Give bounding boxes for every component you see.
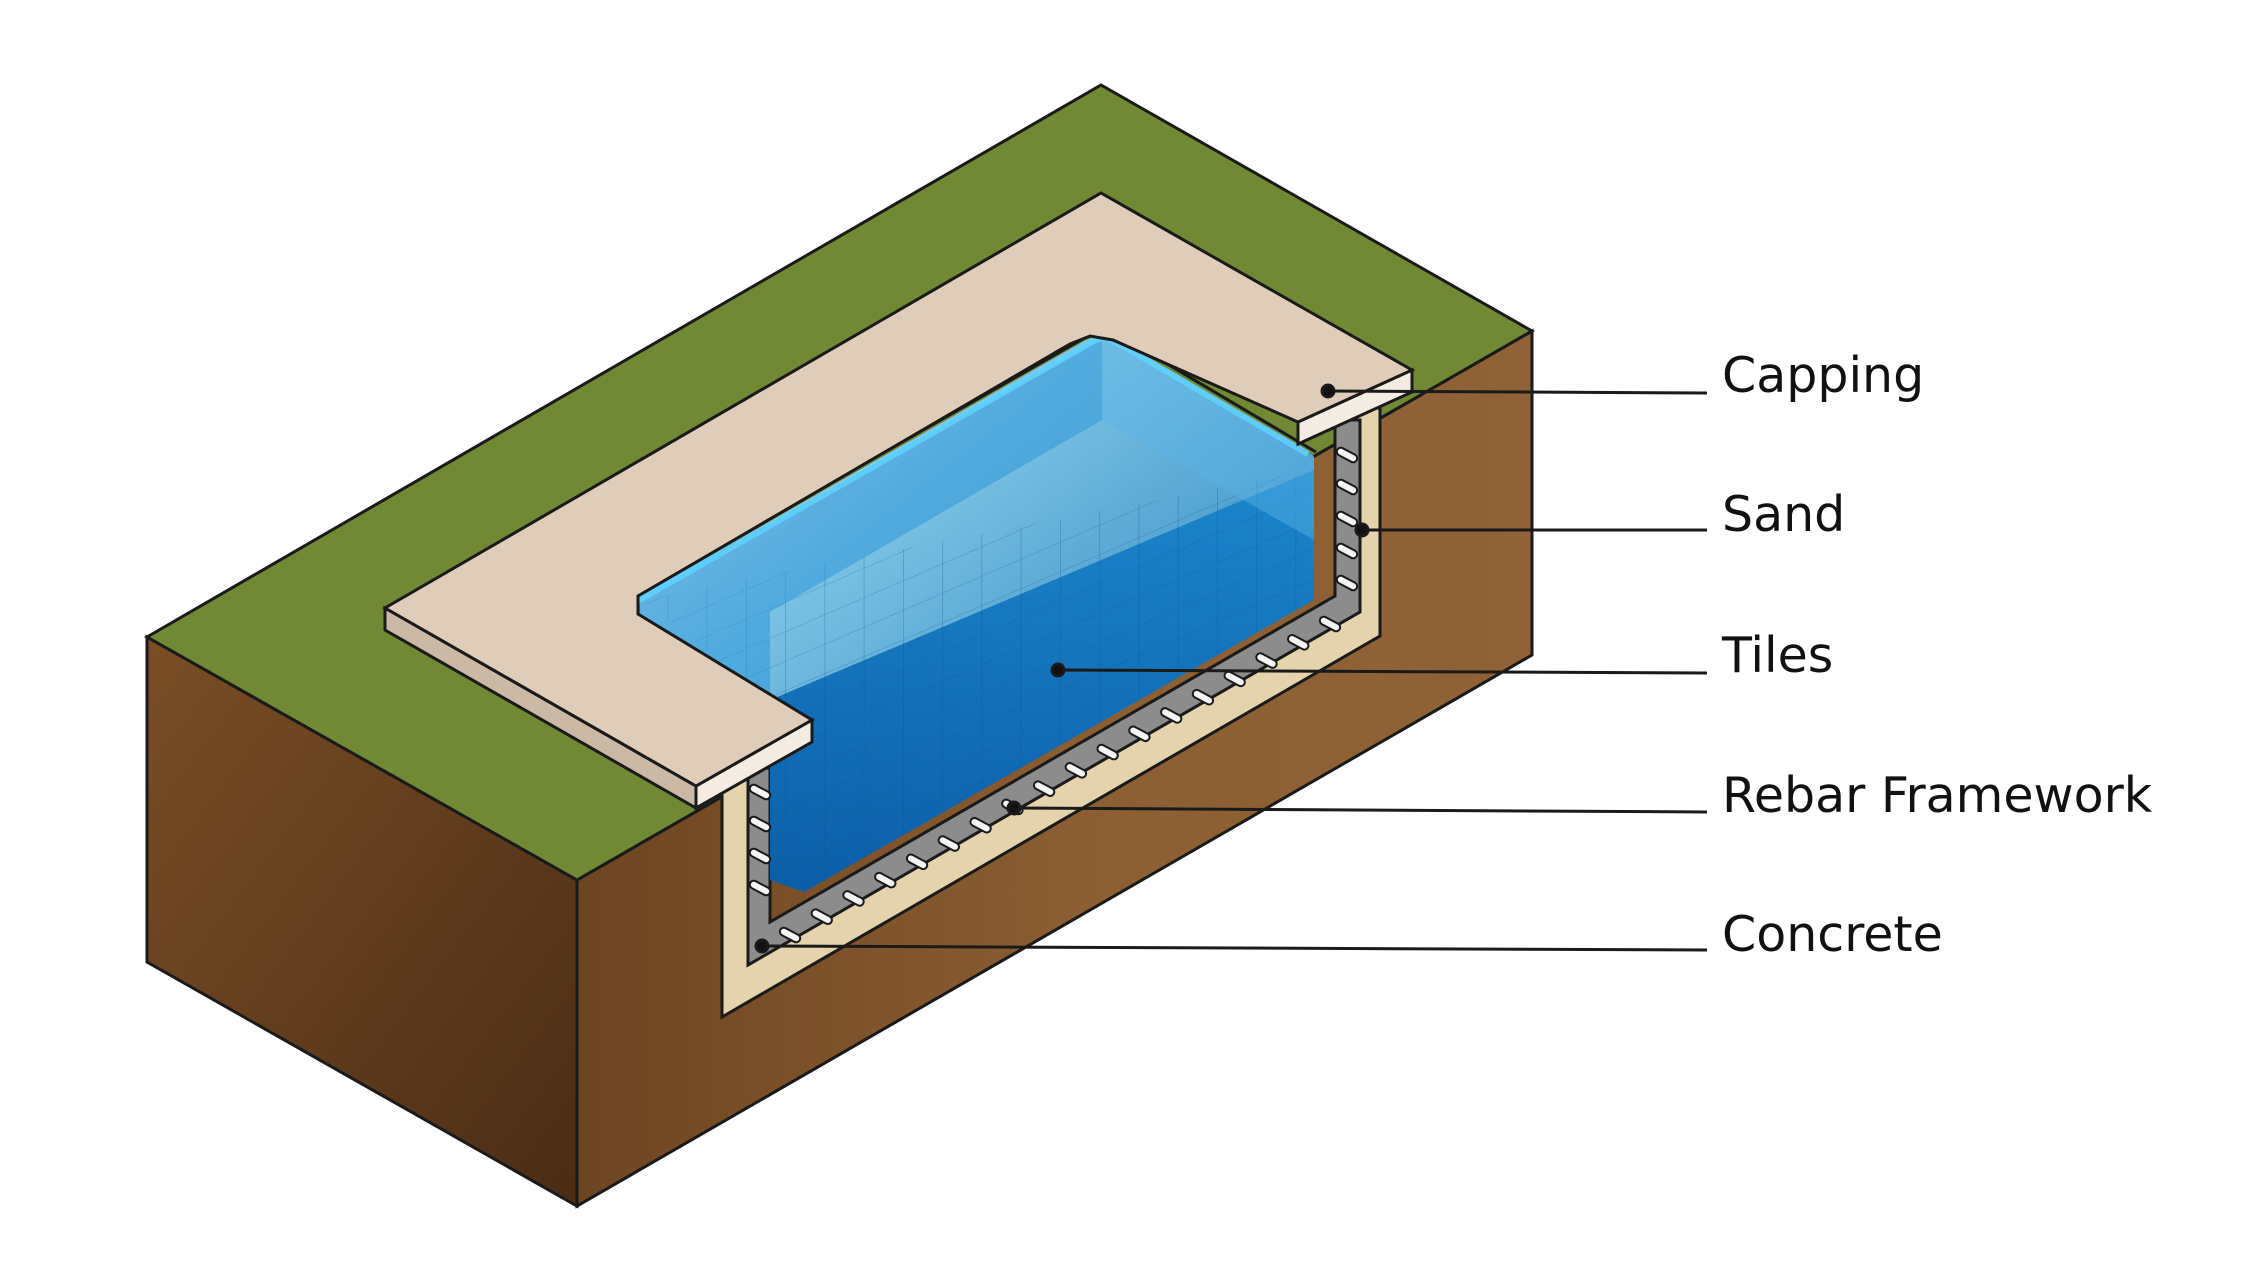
rebar-bar — [748, 879, 772, 897]
rebar-bar — [1335, 574, 1359, 592]
capping-slab — [381, 191, 1416, 811]
callout-labels: Capping Sand Tiles Rebar Framework Concr… — [1721, 347, 2153, 963]
leader-dot-capping — [1320, 383, 1336, 399]
rebar-bar — [1287, 634, 1310, 651]
label-tiles: Tiles — [1721, 627, 1833, 684]
leader-dot-concrete — [754, 938, 770, 954]
rebar-bar — [1064, 762, 1088, 779]
pool-cross-section — [627, 328, 1382, 1020]
leader-dot-sand — [1354, 522, 1370, 538]
rebar-bar — [842, 890, 865, 907]
label-rebar-framework: Rebar Framework — [1722, 767, 2153, 824]
rebar-bar — [969, 816, 992, 834]
leader-tiles — [1057, 668, 1708, 675]
leader-rebar — [1013, 806, 1708, 814]
label-capping: Capping — [1722, 347, 1924, 404]
rebar-bar — [1191, 688, 1215, 706]
rebar-bar — [874, 871, 897, 889]
leader-capping — [1327, 389, 1708, 395]
rebar-bar — [1223, 670, 1246, 688]
rebar-bar — [748, 815, 772, 833]
rebar-bar — [1335, 542, 1359, 560]
rebar-bar — [1159, 707, 1183, 724]
rebar-bar — [905, 853, 929, 871]
leader-dot-tiles — [1050, 662, 1066, 678]
rebar-bar — [1032, 780, 1056, 797]
rebar-bar — [748, 847, 772, 865]
leader-dot-rebar — [1006, 800, 1022, 816]
rebar-bar — [1318, 615, 1342, 633]
rebar-bar — [748, 783, 772, 801]
label-sand: Sand — [1722, 486, 1845, 543]
pool-back-wall — [1102, 338, 1314, 540]
leader-concrete — [761, 944, 1708, 952]
rebar-bar — [1255, 652, 1278, 669]
rebar-bar — [1335, 478, 1359, 496]
rebar-bar — [1335, 446, 1359, 464]
label-concrete: Concrete — [1722, 906, 1943, 963]
rebar-bar — [1096, 743, 1119, 761]
rebar-bar — [778, 926, 802, 944]
rebar-bar — [937, 835, 961, 852]
rebar-bar — [810, 908, 833, 925]
rebar-bar — [1128, 725, 1151, 743]
callout-leaders — [754, 383, 1708, 954]
capping-top — [381, 191, 1416, 788]
rebar-bar — [1335, 510, 1359, 528]
pool-left-wall — [630, 338, 1102, 700]
